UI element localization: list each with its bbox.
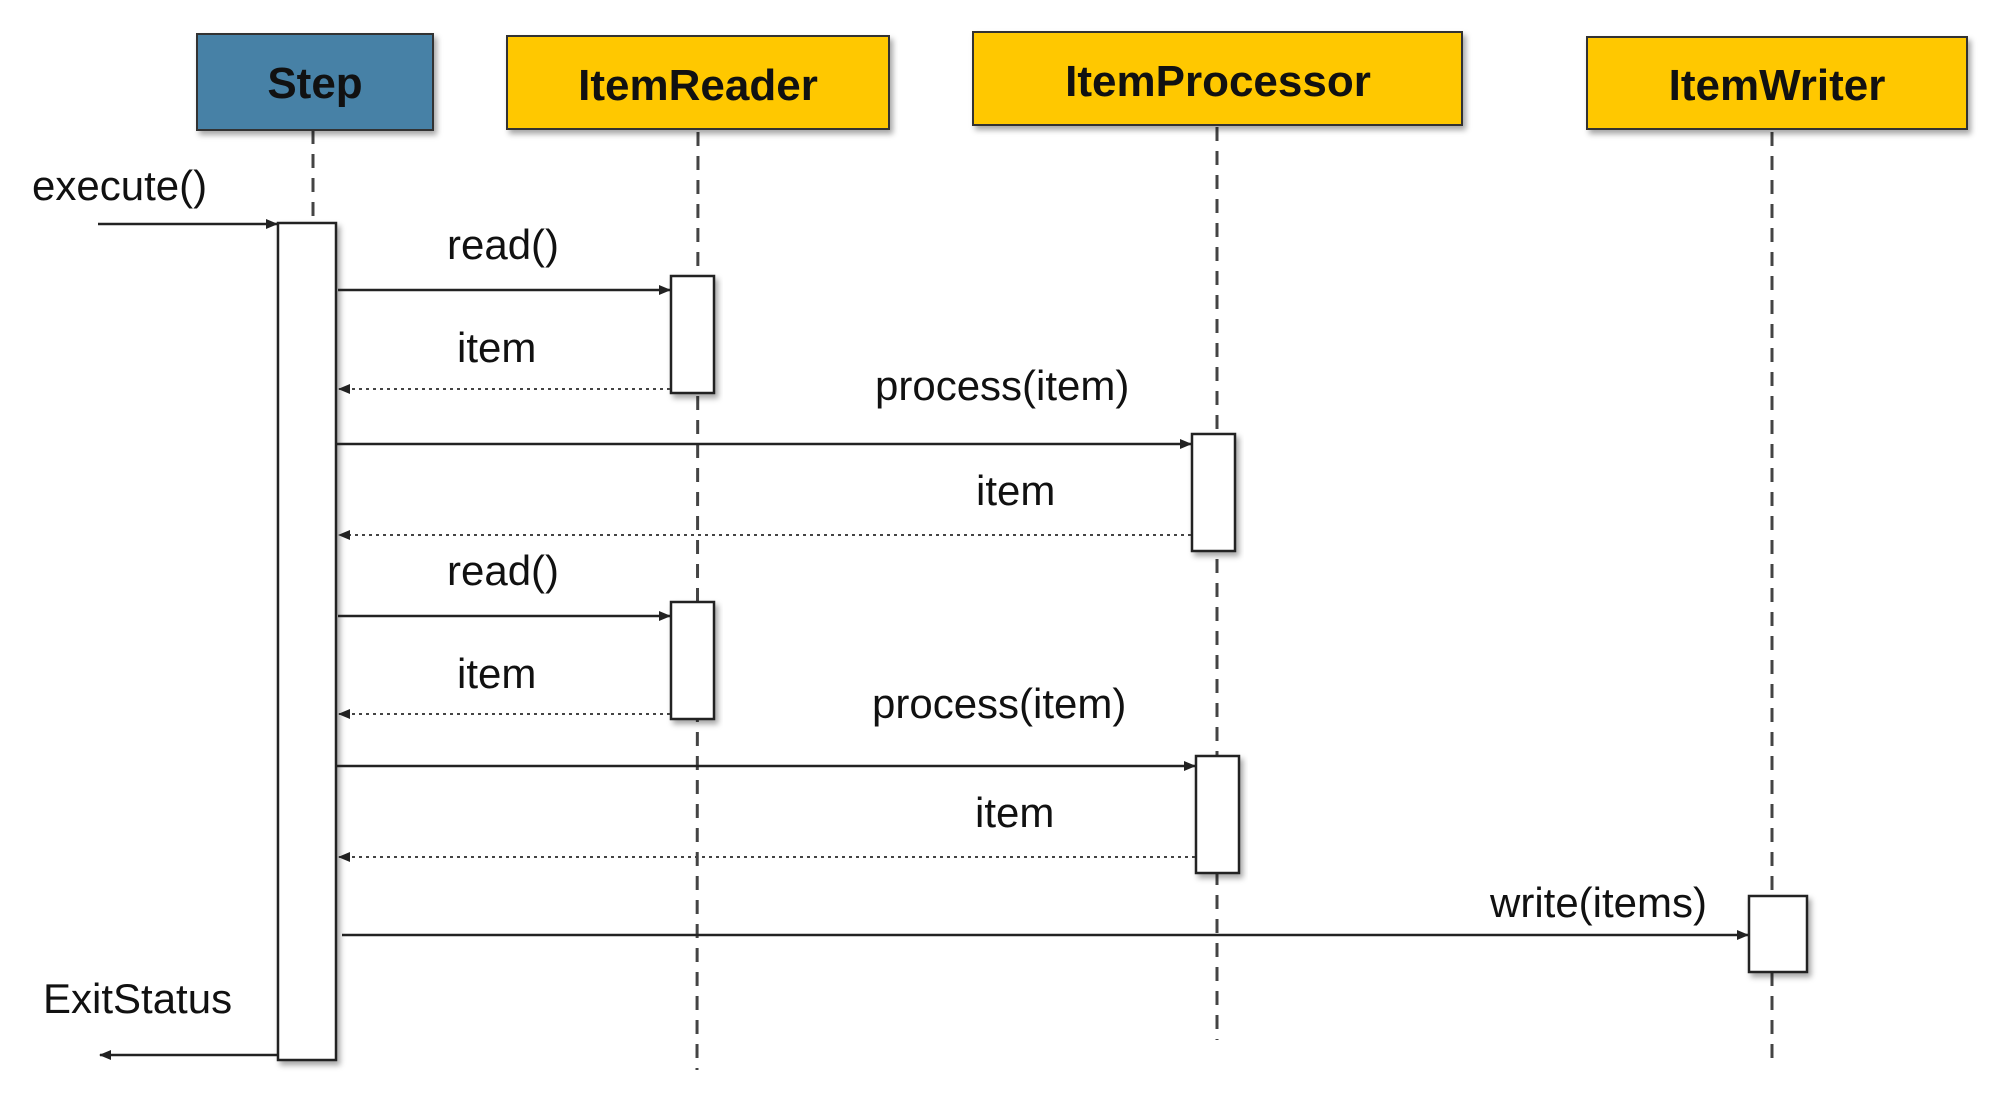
exit-status-label: ExitStatus — [43, 975, 232, 1022]
item-reader-activation-2 — [669, 600, 716, 721]
participant-item-processor: ItemProcessor — [972, 31, 1463, 126]
step-activation — [276, 221, 338, 1062]
participant-item-writer-box — [1586, 36, 1968, 130]
item-processor-activation-2 — [1194, 754, 1241, 875]
item-processor-activation-1 — [1190, 432, 1237, 553]
participant-item-reader-label: ItemReader — [578, 61, 818, 110]
participant-step: Step — [196, 33, 434, 131]
participant-item-reader-box — [506, 35, 890, 130]
participant-item-processor-box — [972, 31, 1463, 126]
process-label-1: process(item) — [875, 362, 1129, 409]
read-label-2: read() — [447, 547, 559, 594]
item-return-label-1: item — [457, 324, 536, 371]
participant-item-processor-label: ItemProcessor — [1065, 57, 1371, 106]
participant-step-box — [196, 33, 434, 131]
item-return-label-2: item — [976, 467, 1055, 514]
participant-item-writer-label: ItemWriter — [1669, 61, 1886, 110]
read-label-1: read() — [447, 221, 559, 268]
messages: execute() read() item process(item) item… — [32, 162, 1749, 1060]
participant-item-writer: ItemWriter — [1586, 36, 1968, 130]
item-writer-activation — [1747, 894, 1809, 974]
participant-item-reader: ItemReader — [506, 35, 890, 130]
execute-label: execute() — [32, 162, 207, 209]
item-return-label-3: item — [457, 650, 536, 697]
lifelines — [311, 127, 1774, 1071]
activations — [276, 221, 1809, 1062]
process-label-2: process(item) — [872, 680, 1126, 727]
participant-step-label: Step — [267, 59, 362, 108]
write-label: write(items) — [1489, 879, 1707, 926]
item-return-label-4: item — [975, 789, 1054, 836]
item-reader-activation-1 — [669, 274, 716, 395]
